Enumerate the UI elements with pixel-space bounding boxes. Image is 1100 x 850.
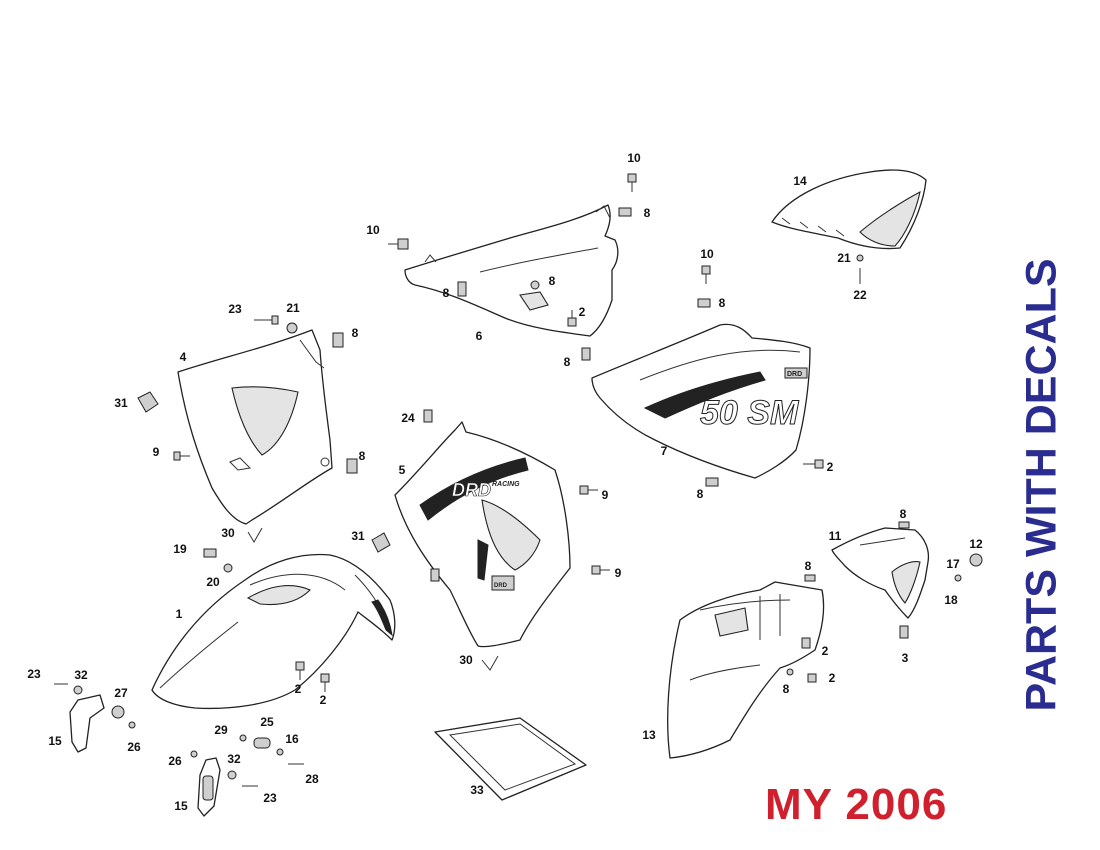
callout: 30: [221, 526, 235, 540]
callout: 18: [944, 593, 958, 607]
callout: 8: [783, 682, 790, 696]
callout: 2: [822, 644, 829, 658]
callout: 26: [168, 754, 182, 768]
banner-text: PARTS WITH DECALS: [1017, 258, 1066, 712]
callout: 23: [228, 302, 242, 316]
callout: 24: [401, 411, 415, 425]
callout: 2: [295, 682, 302, 696]
callout: 33: [470, 783, 484, 797]
decal-sheet: [434, 717, 587, 801]
callout: 16: [285, 732, 299, 746]
callout: 23: [27, 667, 41, 681]
callout: 2: [320, 693, 327, 707]
callout: 8: [564, 355, 571, 369]
part-callouts: 10 8 14 10 8 21 22 23 21 8 4 6 8 2 10 8 …: [27, 151, 983, 813]
shroud-decal: DRD: [452, 480, 491, 500]
callout: 10: [627, 151, 641, 165]
callout: 20: [206, 575, 220, 589]
callout: 6: [476, 329, 483, 343]
callout: 5: [399, 463, 406, 477]
callout: 13: [642, 728, 656, 742]
callout: 28: [305, 772, 319, 786]
callout: 26: [127, 740, 141, 754]
callout: 15: [174, 799, 188, 813]
clips: [247, 527, 499, 671]
callout: 4: [180, 350, 187, 364]
reflector-bracket-right: [197, 757, 221, 817]
shroud-decal-sub: RACING: [492, 481, 520, 488]
callout: 2: [829, 671, 836, 685]
fasteners: [54, 173, 983, 787]
callout: 30: [459, 653, 473, 667]
callout: 31: [351, 529, 365, 543]
license-plate-bracket: [831, 527, 930, 619]
rear-fender: [667, 581, 825, 759]
callout: 8: [697, 487, 704, 501]
model-year-label: MY 2006: [765, 780, 948, 829]
front-side-shroud: DRD RACING DRD: [394, 421, 571, 648]
callout: 32: [74, 668, 88, 682]
callout: 10: [700, 247, 714, 261]
upper-side-cover: [404, 204, 619, 337]
callout: 8: [719, 296, 726, 310]
callout: 1: [176, 607, 183, 621]
callout: 8: [443, 286, 450, 300]
callout: 9: [153, 445, 160, 459]
rubber-pads: [137, 391, 391, 553]
callout: 17: [946, 557, 960, 571]
callout: 31: [114, 396, 128, 410]
callout: 12: [969, 537, 983, 551]
parts-with-decals-banner: PARTS WITH DECALS: [990, 230, 1094, 740]
callout: 14: [793, 174, 807, 188]
callout: 8: [352, 326, 359, 340]
callout: 2: [827, 460, 834, 474]
shroud-badge: DRD: [494, 583, 508, 589]
callout: 8: [900, 507, 907, 521]
callout: 3: [902, 651, 909, 665]
front-fender: [151, 553, 396, 710]
radiator-shroud: [177, 329, 333, 525]
callout: 29: [214, 723, 228, 737]
reflector-bracket-left: [69, 694, 105, 753]
callout: 8: [805, 559, 812, 573]
callout: 25: [260, 715, 274, 729]
side-panel-decal: 50 SM: [700, 394, 799, 432]
callout: 8: [359, 449, 366, 463]
callout: 2: [579, 305, 586, 319]
callout: 8: [644, 206, 651, 220]
callout: 22: [853, 288, 867, 302]
callout: 8: [549, 274, 556, 288]
side-panel: 50 SM DRD: [591, 323, 811, 479]
callout: 7: [661, 444, 668, 458]
callout: 27: [114, 686, 128, 700]
callout: 19: [173, 542, 187, 556]
callout: 32: [227, 752, 241, 766]
callout: 23: [263, 791, 277, 805]
tail-cowl: [771, 169, 927, 250]
callout: 15: [48, 734, 62, 748]
callout: 21: [837, 251, 851, 265]
callout: 9: [615, 566, 622, 580]
callout: 9: [602, 488, 609, 502]
callout: 21: [286, 301, 300, 315]
side-panel-badge: DRD: [787, 371, 802, 378]
callout: 10: [366, 223, 380, 237]
callout: 11: [829, 529, 842, 543]
